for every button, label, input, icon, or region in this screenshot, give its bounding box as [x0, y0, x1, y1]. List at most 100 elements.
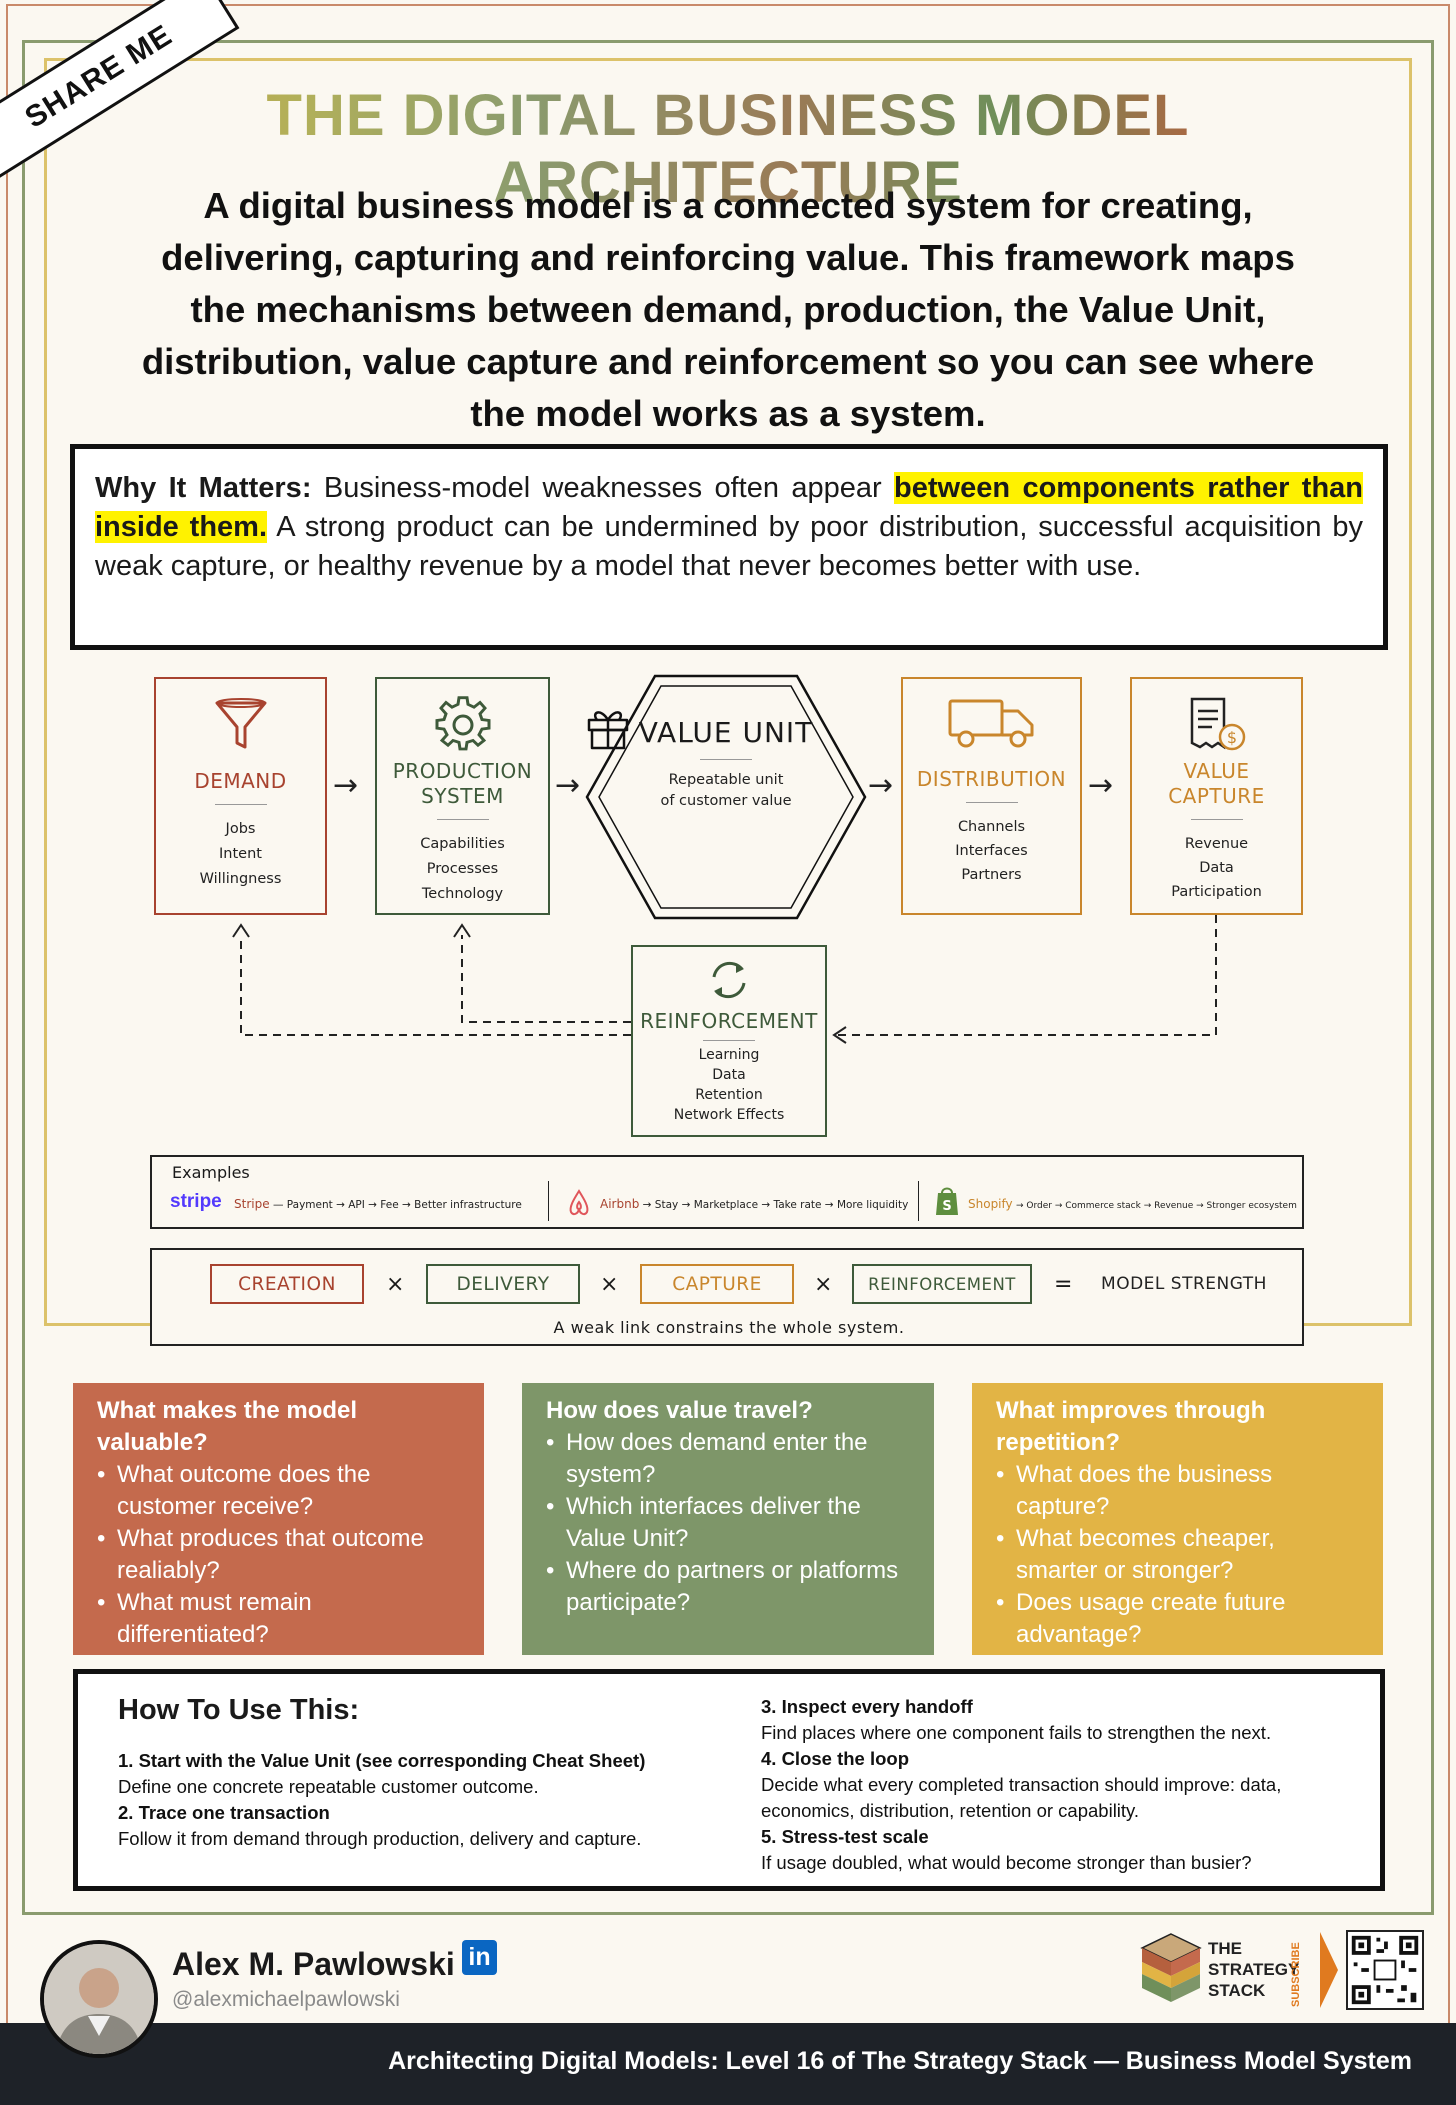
shopify-name: Shopify	[968, 1197, 1013, 1211]
card-value-travel: How does value travel? How does demand e…	[522, 1383, 934, 1655]
shopify-bag-icon: S	[936, 1187, 958, 1215]
logo-line: STACK	[1208, 1981, 1266, 2000]
value-unit-hexagon: VALUE UNIT Repeatable unit of customer v…	[583, 672, 869, 922]
card-item: What becomes cheaper, smarter or stronge…	[996, 1523, 1359, 1587]
subtitle-line: the model works as a system.	[470, 393, 986, 434]
diagram-connectors	[232, 915, 1217, 1044]
value-capture-box: $ VALUE CAPTURE Revenue Data Participati…	[1130, 677, 1303, 915]
howto-title: How To Use This:	[118, 1694, 360, 1726]
howto-right-column: 3. Inspect every handoff Find places whe…	[761, 1694, 1361, 1876]
capture-item: Participation	[1171, 884, 1262, 900]
strategy-stack-logo-text: THE STRATEGY STACK	[1208, 1938, 1299, 2001]
arrowhead-demand	[232, 923, 250, 938]
arrowhead-reinforce	[832, 1026, 847, 1044]
why-text-before: Business-model weaknesses often appear	[323, 472, 882, 504]
avatar[interactable]	[40, 1940, 158, 2058]
divider	[1190, 819, 1243, 820]
author-name: Alex M. Pawlowski	[172, 1946, 455, 1982]
subscribe-arrow-icon	[1320, 1932, 1338, 2008]
card-repetition: What improves through repetition? What d…	[972, 1383, 1383, 1655]
formula-reinforcement: REINFORCEMENT	[852, 1264, 1032, 1304]
arrow-production-valueunit: →	[555, 768, 581, 803]
reinforcement-title: REINFORCEMENT	[640, 1009, 818, 1033]
card-item: Does usage create future advantage?	[996, 1587, 1359, 1651]
svg-text:$: $	[1226, 728, 1236, 747]
howto-step-body: If usage doubled, what would become stro…	[761, 1852, 1252, 1873]
howto-step-head: 1. Start with the Value Unit (see corres…	[118, 1750, 646, 1771]
why-label: Why It Matters:	[95, 472, 312, 504]
subtitle-line: A digital business model is a connected …	[203, 185, 1253, 226]
capture-title: VALUE CAPTURE	[1168, 759, 1265, 809]
formula-creation: CREATION	[210, 1264, 364, 1304]
distribution-item: Channels	[957, 819, 1026, 835]
examples-strip: Examples stripe Stripe — Payment → API →…	[150, 1155, 1304, 1229]
truck-icon	[948, 699, 1033, 748]
refresh-cycle-icon	[712, 961, 746, 999]
loop-to-production	[461, 935, 631, 1023]
reinforcement-item: Data	[712, 1067, 746, 1083]
airbnb-flow: → Stay → Marketplace → Take rate → More …	[642, 1199, 909, 1211]
times-operator: ×	[814, 1272, 833, 1297]
value-unit-sub-line: of customer value	[660, 793, 792, 809]
subtitle-line: distribution, value capture and reinforc…	[141, 341, 1315, 382]
stripe-name: Stripe	[234, 1197, 270, 1211]
card-item: How does demand enter the system?	[546, 1427, 910, 1491]
howto-step-head: 4. Close the loop	[761, 1748, 910, 1769]
hexagon-outline	[585, 674, 867, 920]
value-unit-title: VALUE UNIT	[638, 716, 814, 749]
production-item: Processes	[426, 861, 499, 877]
howto-step-body: Follow it from demand through production…	[118, 1828, 642, 1849]
qr-code[interactable]	[1346, 1930, 1424, 2010]
strategy-stack-logo-icon	[1140, 1933, 1202, 2002]
page-title: THE DIGITAL BUSINESS MODEL ARCHITECTURE	[60, 82, 1396, 216]
reinforcement-item: Network Effects	[673, 1107, 785, 1123]
production-item: Capabilities	[420, 836, 505, 852]
formula-capture: CAPTURE	[640, 1264, 794, 1304]
divider	[436, 819, 489, 820]
card-item: What must remain differentiated?	[97, 1587, 460, 1651]
card-item: Where do partners or platforms participa…	[546, 1555, 910, 1619]
production-title: PRODUCTION SYSTEM	[393, 759, 533, 809]
card-item: Which interfaces deliver the Value Unit?	[546, 1491, 910, 1555]
formula-note: A weak link constrains the whole system.	[553, 1318, 905, 1337]
card-title: What makes the model valuable?	[97, 1397, 358, 1456]
airbnb-name: Airbnb	[600, 1197, 640, 1211]
gift-icon	[587, 711, 629, 750]
capture-title-line: CAPTURE	[1168, 784, 1265, 808]
linkedin-icon[interactable]: in	[462, 1940, 497, 1975]
svg-text:S: S	[942, 1199, 951, 1214]
demand-title: DEMAND	[194, 769, 287, 793]
funnel-icon	[215, 698, 266, 749]
card-item: What outcome does the customer receive?	[97, 1459, 460, 1523]
subscribe-label[interactable]: SUBSCRIBE	[1290, 1942, 1302, 2008]
card-item: What does the business capture?	[996, 1459, 1359, 1523]
logo-line: THE	[1208, 1939, 1242, 1958]
card-title: How does value travel?	[546, 1397, 813, 1424]
howto-step-body: Define one concrete repeatable customer …	[118, 1776, 539, 1797]
howto-step-body: Decide what every completed transaction …	[761, 1774, 1282, 1821]
avatar-image	[44, 1944, 154, 2054]
production-title-line: PRODUCTION	[392, 759, 533, 783]
reinforcement-item: Learning	[698, 1047, 760, 1063]
production-title-line: SYSTEM	[421, 784, 504, 808]
production-box: PRODUCTION SYSTEM Capabilities Processes…	[375, 677, 550, 915]
demand-box: DEMAND Jobs Intent Willingness	[154, 677, 327, 915]
author-handle[interactable]: @alexmichaelpawlowski	[172, 1988, 400, 2011]
loop-to-demand	[240, 935, 631, 1036]
divider	[214, 804, 267, 805]
stripe-logo: stripe	[170, 1191, 222, 1212]
distribution-item: Partners	[961, 867, 1022, 883]
distribution-box: DISTRIBUTION Channels Interfaces Partner…	[901, 677, 1082, 915]
production-item: Technology	[421, 886, 504, 902]
example-airbnb: Airbnb → Stay → Marketplace → Take rate …	[600, 1197, 908, 1211]
capture-item: Revenue	[1184, 836, 1249, 852]
capture-item: Data	[1199, 860, 1234, 876]
stripe-flow: — Payment → API → Fee → Better infrastru…	[272, 1199, 522, 1211]
demand-item: Intent	[219, 846, 262, 862]
howto-step-head: 5. Stress-test scale	[761, 1826, 929, 1847]
value-unit-sub-line: Repeatable unit	[668, 772, 784, 788]
example-stripe: Stripe — Payment → API → Fee → Better in…	[234, 1197, 522, 1211]
reinforcement-box: REINFORCEMENT Learning Data Retention Ne…	[631, 945, 827, 1137]
divider	[703, 1040, 755, 1041]
formula-delivery: DELIVERY	[426, 1264, 580, 1304]
